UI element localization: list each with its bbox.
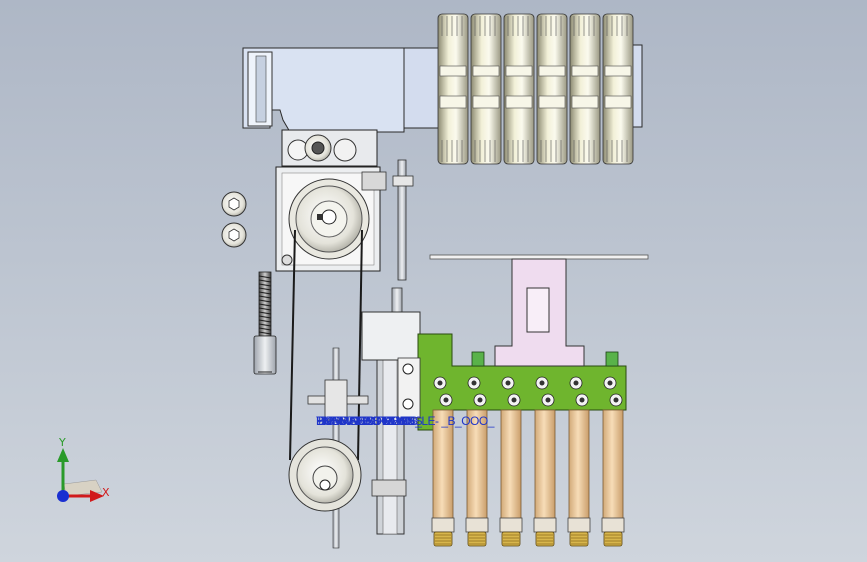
bolt-thread bbox=[258, 279, 272, 283]
nozzle-tip bbox=[501, 531, 521, 547]
suction-tube bbox=[568, 409, 590, 521]
screw-socket bbox=[573, 380, 579, 386]
tube-collar bbox=[601, 517, 625, 533]
socket-bolt bbox=[253, 271, 277, 375]
axis-triad: Y X bbox=[44, 436, 124, 510]
screw-socket bbox=[613, 397, 619, 403]
motor-housing bbox=[275, 129, 381, 272]
bolt-thread bbox=[258, 283, 272, 287]
roller bbox=[602, 13, 634, 165]
bolt-thread bbox=[258, 307, 272, 311]
roller-array bbox=[437, 13, 634, 165]
nozzle-tip bbox=[535, 531, 555, 547]
nozzle-tip bbox=[433, 531, 453, 547]
suction-tube-row bbox=[431, 409, 625, 547]
bolt-thread bbox=[258, 303, 272, 307]
screw-socket bbox=[511, 397, 517, 403]
bolt-thread bbox=[258, 299, 272, 303]
roller-band bbox=[604, 65, 632, 77]
suction-tube bbox=[466, 409, 488, 521]
suction-tube bbox=[534, 409, 556, 521]
bolt-thread bbox=[258, 295, 272, 299]
suction-tube bbox=[602, 409, 624, 521]
roller bbox=[503, 13, 535, 165]
bolt-thread bbox=[258, 323, 272, 327]
roller-band bbox=[571, 65, 599, 77]
green-mount-plate bbox=[397, 333, 627, 431]
roller-band bbox=[538, 95, 566, 109]
y-axis-label: Y bbox=[59, 436, 66, 449]
tube-collar bbox=[431, 517, 455, 533]
nozzle-tip bbox=[569, 531, 589, 547]
screw-socket bbox=[579, 397, 585, 403]
tube-collar bbox=[533, 517, 557, 533]
pink-bracket bbox=[429, 254, 649, 367]
roller bbox=[569, 13, 601, 165]
screw-socket bbox=[505, 380, 511, 386]
roller bbox=[437, 13, 469, 165]
screw-socket bbox=[477, 397, 483, 403]
roller-band bbox=[439, 65, 467, 77]
bolt-thread bbox=[258, 287, 272, 291]
z-axis-dot bbox=[57, 490, 69, 502]
tube-collar bbox=[567, 517, 591, 533]
roller-band bbox=[505, 65, 533, 77]
guide-rod bbox=[361, 159, 414, 281]
nozzle-tip bbox=[603, 531, 623, 547]
x-axis-label: X bbox=[102, 486, 110, 499]
bolt-thread bbox=[258, 315, 272, 319]
plate-screws bbox=[433, 376, 623, 407]
suction-tube bbox=[500, 409, 522, 521]
tube-collar bbox=[465, 517, 489, 533]
screw-socket bbox=[545, 397, 551, 403]
tube-collar bbox=[499, 517, 523, 533]
washer-pair bbox=[221, 191, 247, 248]
drive-belt bbox=[289, 229, 363, 461]
roller bbox=[470, 13, 502, 165]
roller-band bbox=[439, 95, 467, 109]
bolt-thread bbox=[258, 275, 272, 279]
bolt-thread bbox=[258, 291, 272, 295]
roller-band bbox=[472, 65, 500, 77]
roller bbox=[536, 13, 568, 165]
bolt-thread bbox=[258, 311, 272, 315]
bolt-thread bbox=[258, 331, 272, 335]
bolt-thread bbox=[258, 319, 272, 323]
valve-fittings bbox=[471, 351, 619, 367]
roller-band bbox=[571, 95, 599, 109]
screw-socket bbox=[437, 380, 443, 386]
screw-socket bbox=[443, 397, 449, 403]
screw-socket bbox=[539, 380, 545, 386]
bolt-thread bbox=[258, 327, 272, 331]
lower-pulley bbox=[288, 347, 369, 549]
screw-socket bbox=[471, 380, 477, 386]
roller-band bbox=[604, 95, 632, 109]
roller-band bbox=[538, 65, 566, 77]
screw-socket bbox=[607, 380, 613, 386]
nozzle-tip bbox=[467, 531, 487, 547]
roller-band bbox=[472, 95, 500, 109]
suction-tube bbox=[432, 409, 454, 521]
roller-band bbox=[505, 95, 533, 109]
